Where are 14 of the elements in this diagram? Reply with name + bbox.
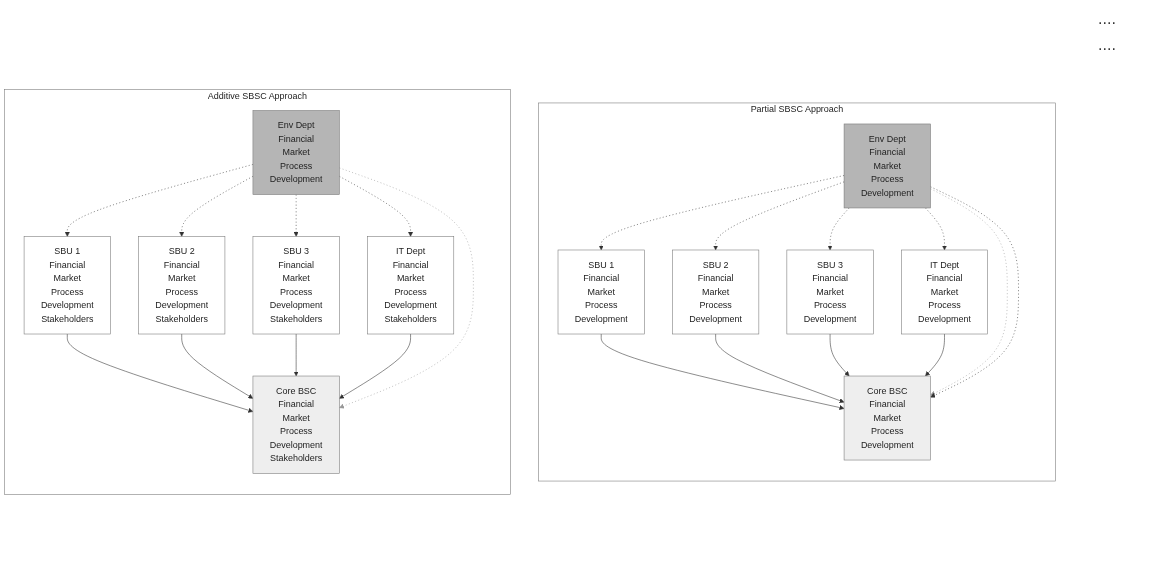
node-box: SBU 2 Financial Market Process Development Stakeholders [138, 236, 226, 335]
node-box: SBU 3 Financial Market Process Development Stakeholders [252, 236, 340, 335]
node-box: IT Dept Financial Market Process Development Stakeholders [367, 236, 455, 335]
node-box: Core BSC Financial Market Process Development [843, 375, 931, 461]
ellipsis-text: .... [1098, 10, 1116, 28]
node-box: SBU 3 Financial Market Process Development [786, 249, 874, 335]
node-box: Env Dept Financial Market Process Development [843, 123, 931, 209]
node-box: SBU 2 Financial Market Process Development [672, 249, 760, 335]
ellipsis-text: .... [1098, 36, 1116, 54]
node-box: Core BSC Financial Market Process Development Stakeholders [252, 375, 340, 474]
node-box: Env Dept Financial Market Process Development [252, 110, 340, 195]
node-box: IT Dept Financial Market Process Development [901, 249, 988, 335]
node-box: SBU 1 Financial Market Process Development Stakeholders [23, 236, 111, 335]
node-box: SBU 1 Financial Market Process Development [557, 249, 645, 335]
